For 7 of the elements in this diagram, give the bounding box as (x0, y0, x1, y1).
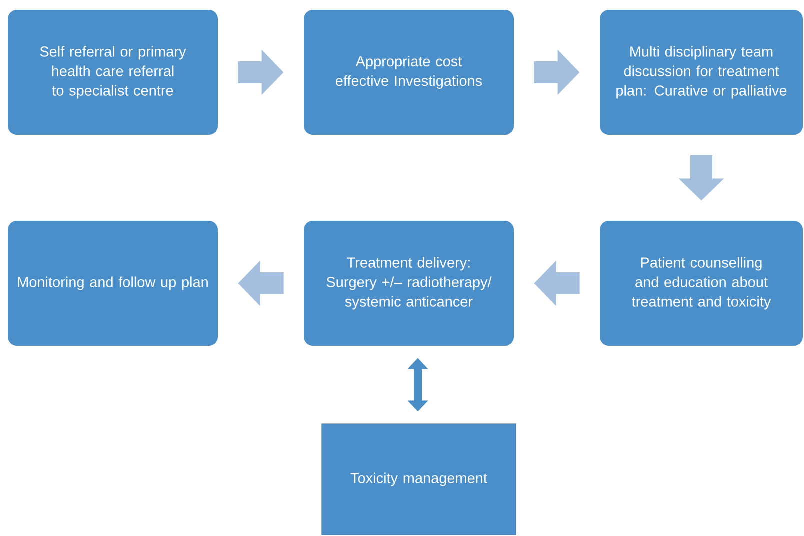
process-box: Treatment delivery: Surgery +/– radiotherapy/ systemic anticancer (304, 221, 514, 346)
box: Toxicity management (322, 424, 516, 536)
process-box: Monitoring and follow up plan (8, 221, 218, 346)
process-box: Multi disciplinary team discussion for treatment plan: Curative or palliative (600, 10, 803, 135)
process-box: Appropriate cost effective Investigations (304, 10, 514, 135)
process-box: Patient counselling and education about treatment and toxicity (600, 221, 803, 346)
process-box: Self referral or primary health care referral to specialist centre (8, 10, 218, 135)
